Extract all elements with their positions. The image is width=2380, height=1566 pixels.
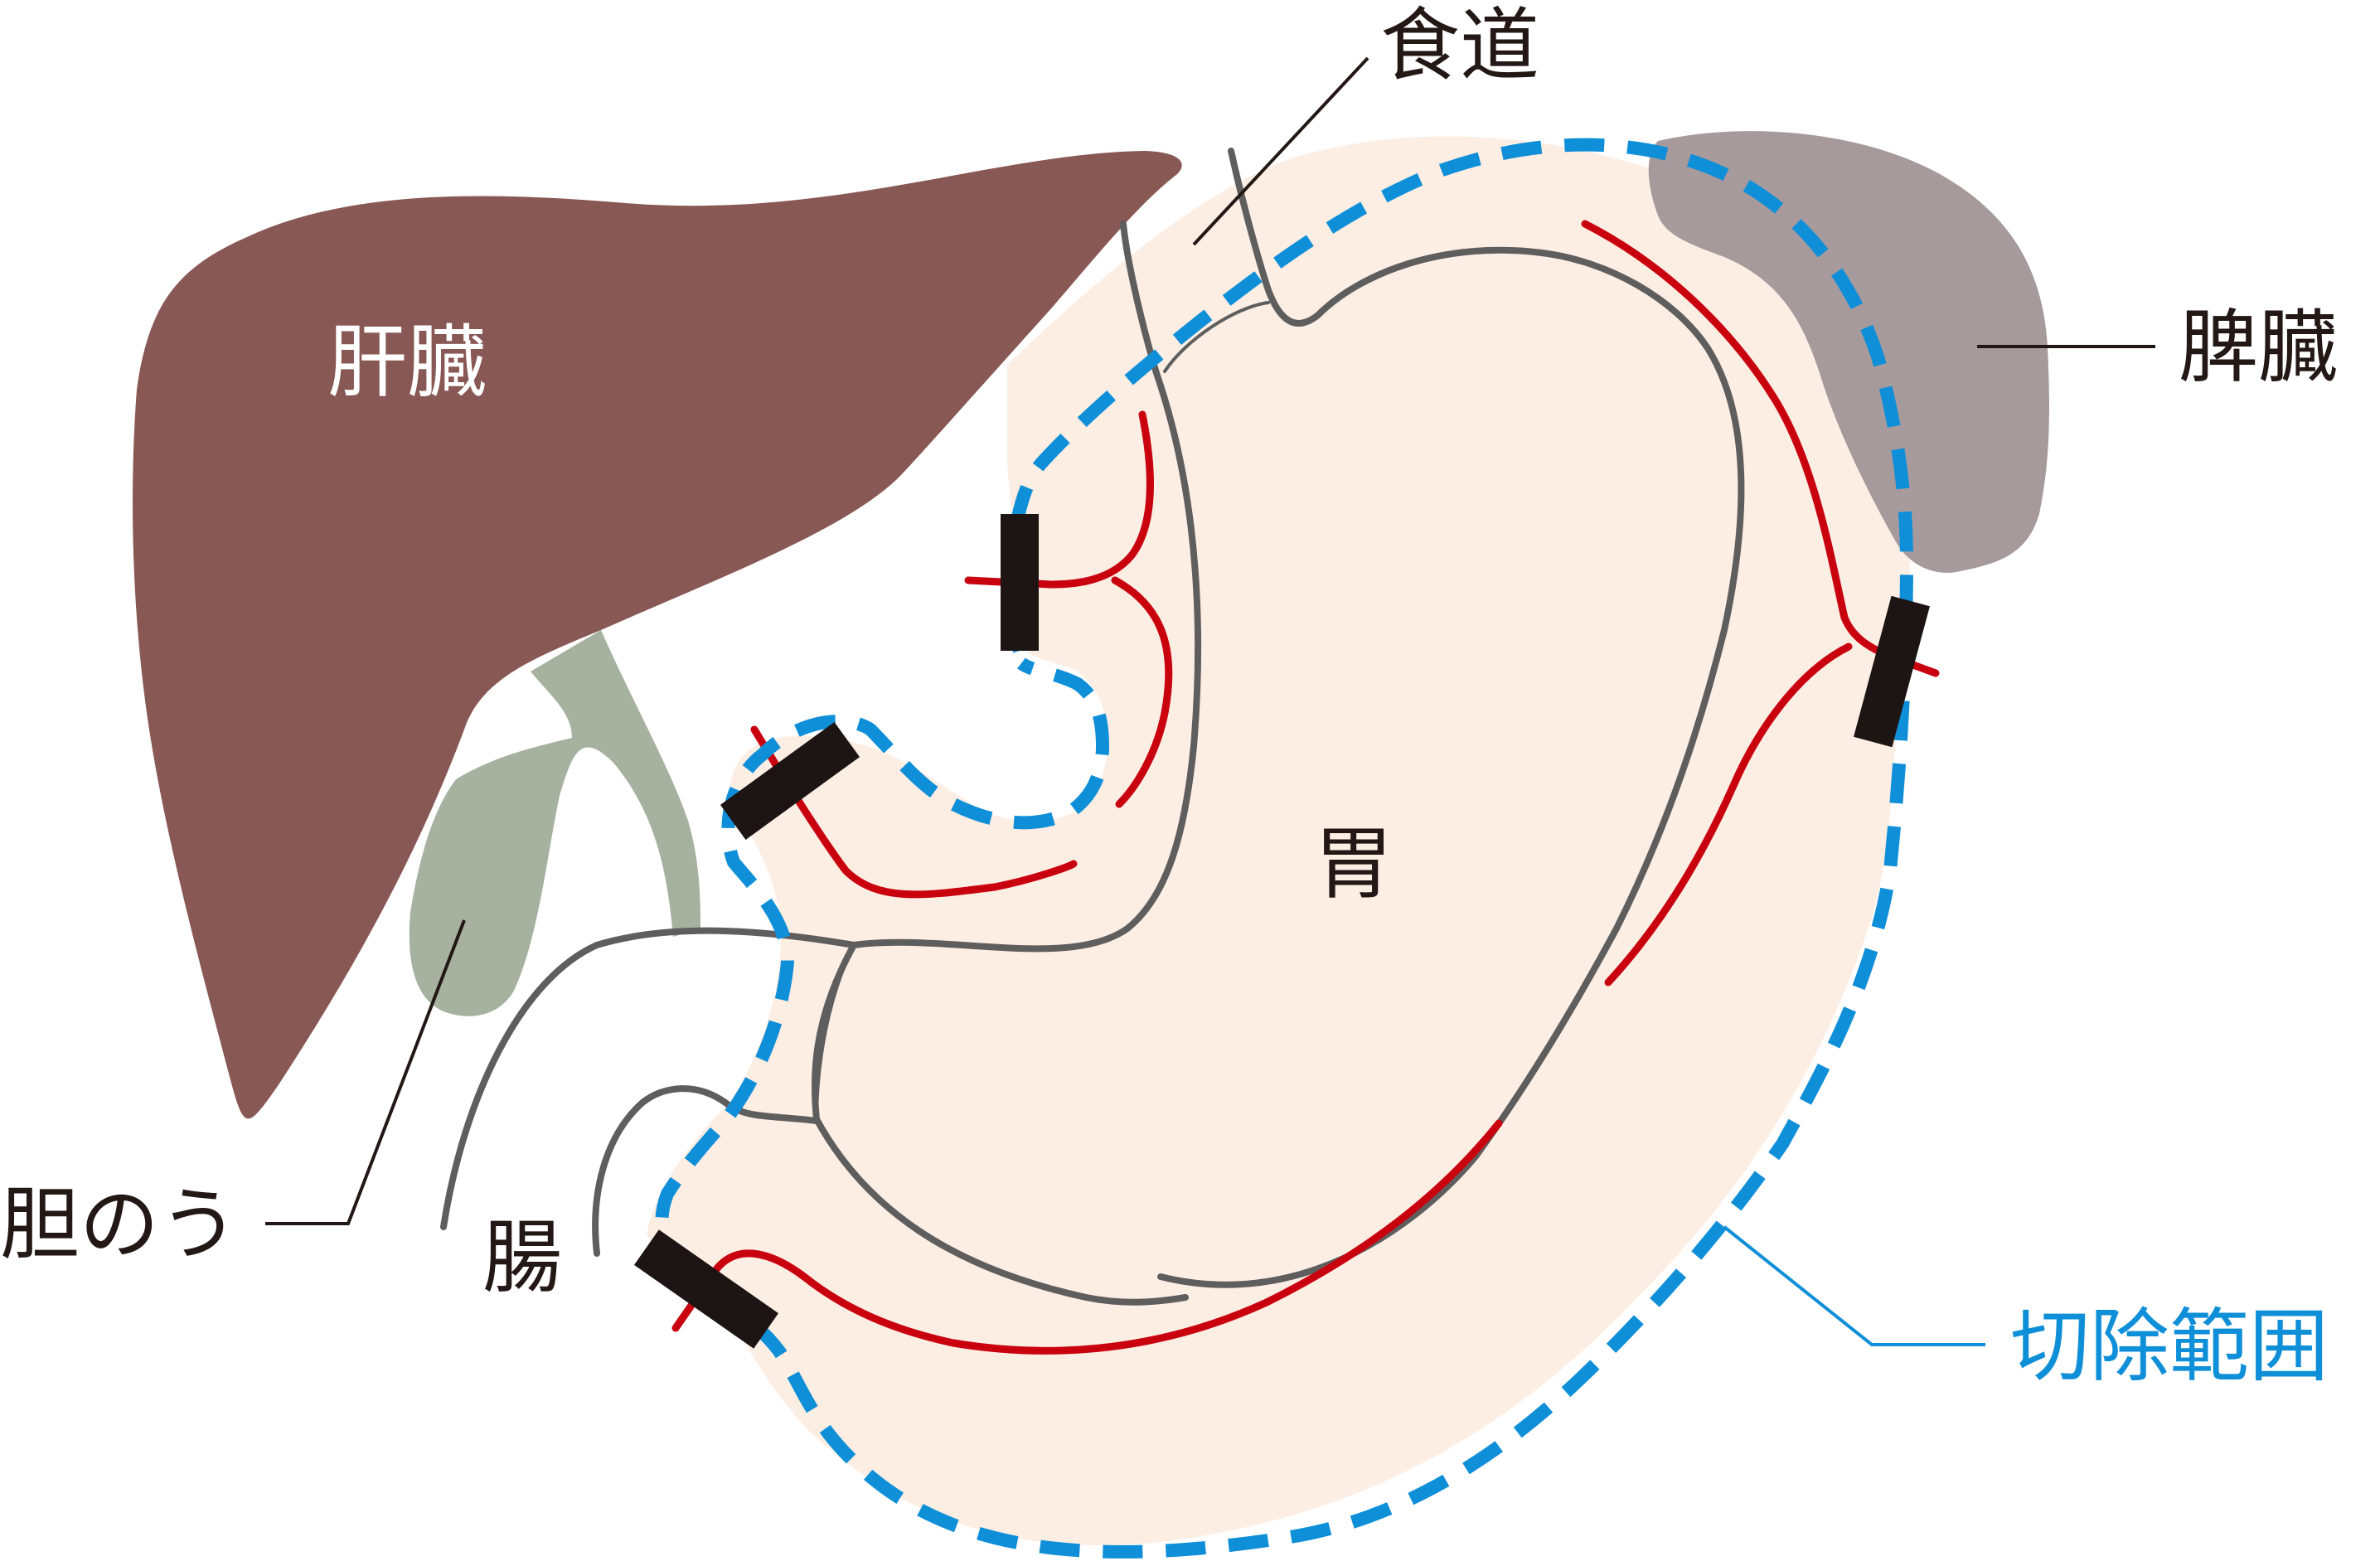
clamp-gastroepiploic	[634, 1229, 778, 1349]
label-resection-range: 切除範囲	[2010, 1300, 2329, 1393]
label-esophagus: 食道	[1380, 0, 1539, 92]
label-gallbladder: 胆のう	[0, 1178, 239, 1271]
gallbladder	[409, 630, 700, 1016]
clamp-left-gastric	[1001, 514, 1039, 651]
spleen	[1648, 131, 2049, 573]
leader-esophagus	[1192, 56, 1369, 246]
leader-lines	[265, 56, 2155, 1225]
label-spleen: 脾臓	[2179, 301, 2338, 394]
label-intestine: 腸	[482, 1211, 562, 1304]
leader-gallbladder	[265, 919, 466, 1225]
resection-boundary	[655, 138, 1913, 1559]
clamp-right-gastric	[720, 722, 860, 840]
clamp-short-gastric	[1854, 595, 1930, 748]
label-stomach: 胃	[1314, 817, 1394, 910]
label-liver: 肝臓	[327, 316, 487, 409]
liver	[133, 151, 1182, 1119]
leader-resection	[1723, 1225, 1985, 1346]
clamps	[634, 514, 1930, 1349]
resection-area	[647, 136, 1910, 1545]
